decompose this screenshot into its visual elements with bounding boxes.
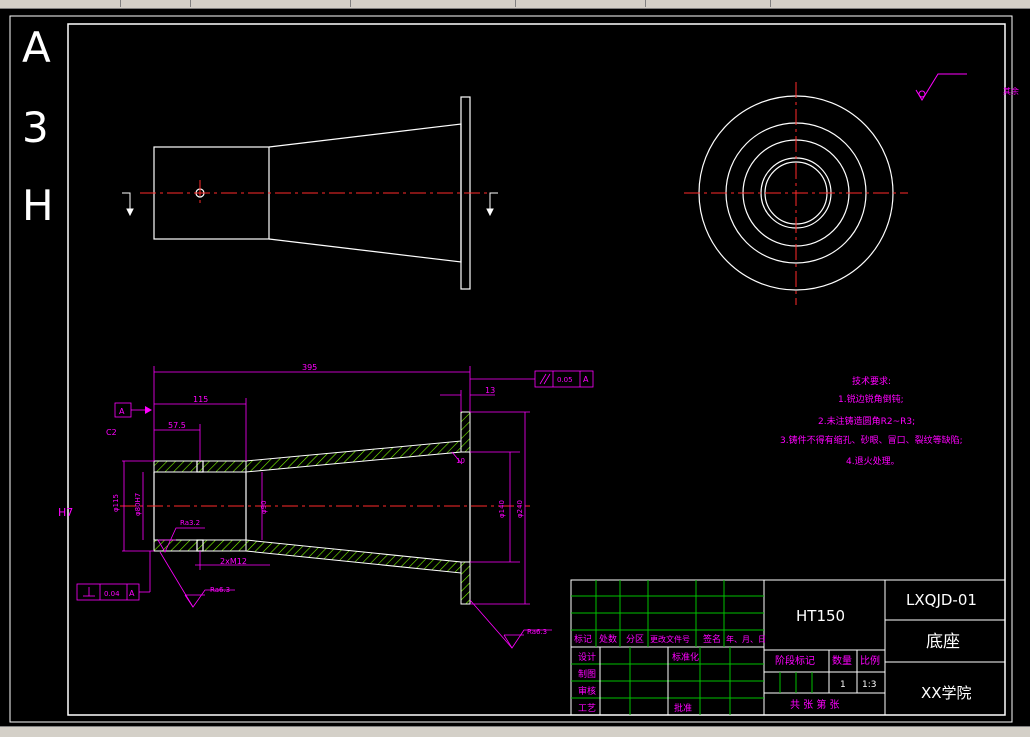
notes-line: 3.铸件不得有缩孔、砂眼、冒口、裂纹等缺陷; [780, 434, 963, 446]
sheet-outer-border [9, 15, 1013, 723]
tb-approve: 批准 [674, 702, 692, 714]
roughness-r1: Ra3.2 [180, 519, 200, 527]
dim-dia-80: φ80H7 [134, 493, 142, 516]
parallel-ref: A [583, 375, 589, 384]
datum-box [114, 402, 145, 418]
default-roughness-symbol [915, 73, 967, 101]
datum-triangle [145, 406, 152, 414]
corner-note: 其余 [1003, 86, 1019, 96]
sheet-letter: H [22, 181, 54, 230]
tb-role: 审核 [578, 685, 596, 697]
dimension-lines [122, 366, 530, 605]
dim-wall: 10 [456, 457, 465, 465]
tb-role: 设计 [578, 651, 596, 663]
notes-line: 4.退火处理。 [846, 455, 900, 467]
side-mark: H7 [58, 506, 73, 519]
dim-115: 115 [193, 395, 208, 404]
toolbar-segment[interactable] [645, 0, 771, 7]
tb-drawing-no: LXQJD-01 [906, 591, 977, 609]
section-hatch-top-flange [460, 411, 471, 453]
perp-ref: A [129, 589, 135, 598]
sheet-letter: A [22, 23, 51, 72]
dim-395: 395 [302, 363, 317, 372]
dim-dia-240: φ240 [516, 500, 524, 518]
section-markers [122, 192, 498, 217]
technical-notes: 技术要求: 1.锐边锐角倒钝; 2.未注铸造圆角R2~R3; 3.铸件不得有缩孔… [780, 375, 963, 467]
section-hatch-bottom-cone [245, 539, 462, 574]
tb-scale-label: 比例 [860, 654, 880, 667]
tb-role: 工艺 [578, 703, 596, 714]
sheet-inner-border [67, 23, 1006, 716]
section-hatch-bottom-flange [460, 561, 471, 605]
roughness-symbols [157, 527, 552, 649]
tb-header: 年、月、日 [726, 634, 766, 644]
front-centerline [140, 180, 490, 206]
tb-material: HT150 [796, 607, 845, 625]
dim-dia-140: φ140 [498, 500, 506, 518]
section-hatch-top-cone [245, 440, 462, 473]
dim-chamfer: C2 [106, 428, 117, 437]
tb-stage: 阶段标记 [775, 654, 815, 667]
perp-tolerance-frame [76, 551, 151, 601]
roughness-r2: Ra6.3 [210, 586, 230, 594]
toolbar-segment[interactable] [120, 0, 191, 7]
tb-scale-value: 1:3 [862, 680, 876, 690]
tb-header: 更改文件号 [650, 634, 690, 644]
tb-standardized: 标准化 [672, 651, 699, 663]
notes-line: 1.锐边锐角倒钝; [838, 393, 904, 405]
tb-sheets: 共 张 第 张 [790, 698, 840, 711]
toolbar-segment[interactable] [0, 0, 121, 7]
toolbar-segment[interactable] [515, 0, 646, 7]
toolbar-segment[interactable] [350, 0, 516, 7]
dimension-texts: 395 115 57.5 13 C2 φ115 φ80H7 φ90 φ140 φ… [106, 363, 524, 566]
roughness-r3: Ra6.3 [527, 628, 547, 636]
status-strip [0, 726, 1030, 737]
tb-role: 制图 [578, 668, 596, 680]
datum-letter: A [119, 407, 125, 416]
tb-school: XX学院 [921, 684, 972, 702]
parallel-value: 0.05 [557, 376, 573, 384]
title-block-texts: 标记 处数 分区 更改文件号 签名 年、月、日 设计 制图 审核 工艺 标准化 … [574, 633, 880, 714]
sheet-letter: 3 [22, 103, 49, 152]
section-view[interactable] [153, 411, 471, 605]
tb-header: 分区 [626, 634, 644, 645]
tb-part-name: 底座 [926, 632, 960, 652]
dim-13: 13 [485, 386, 495, 395]
dim-dia-115: φ115 [112, 494, 120, 512]
notes-line: 2.未注铸造圆角R2~R3; [818, 415, 915, 427]
dim-dia-90: φ90 [260, 500, 268, 514]
toolbar-strip [0, 0, 1030, 9]
parallel-tolerance-frame [470, 370, 594, 388]
toolbar-segment[interactable] [190, 0, 351, 7]
end-centerlines [684, 82, 908, 305]
tb-header: 签名 [703, 633, 721, 645]
dim-thread: 2xM12 [220, 557, 247, 566]
tb-header: 标记 [574, 633, 592, 645]
section-hatch-top-tube [153, 460, 247, 473]
tb-qty-label: 数量 [832, 654, 852, 667]
title-block [570, 579, 1006, 716]
notes-title: 技术要求: [852, 375, 891, 387]
dim-57-5: 57.5 [168, 421, 186, 430]
perp-value: 0.04 [104, 590, 120, 598]
tb-qty-value: 1 [840, 680, 846, 690]
tb-header: 处数 [599, 633, 617, 645]
